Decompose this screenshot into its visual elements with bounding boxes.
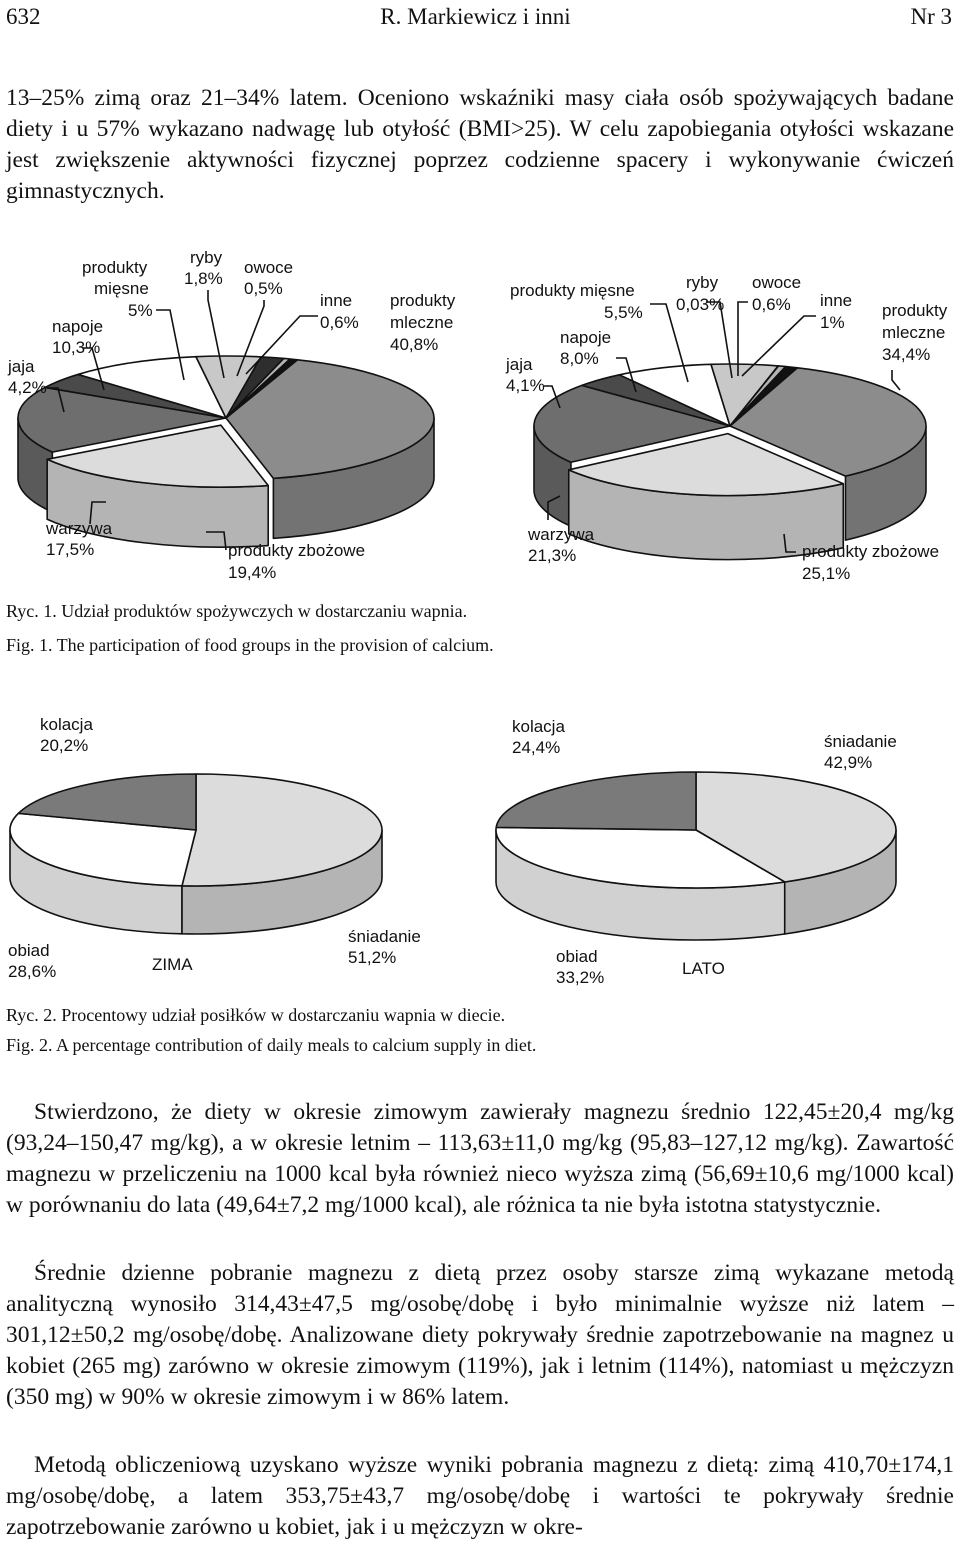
label-kolacja: kolacja [512,717,565,736]
figure2-zima-labels: kolacja 20,2% obiad 28,6% śniadanie 51,2… [8,715,421,981]
label-produkty-miesne-1: produkty [82,258,148,277]
label-produkty-miesne: produkty mięsne [510,281,635,300]
figure2-lato-labels: kolacja 24,4% śniadanie 42,9% obiad 33,2… [512,717,897,987]
produkty-zbożowe-slice [46,424,270,488]
running-header: 632 R. Markiewicz i inni Nr 3 [6,2,952,32]
label-sniadanie: śniadanie [348,927,421,946]
napoje-slice [618,363,731,427]
running-title: R. Markiewicz i inni [380,4,571,29]
figure1-summer-labels: jaja 4,1% napoje 8,0% produkty mięsne 5,… [505,273,948,583]
śniadanie-slice [695,771,897,883]
value-inne: 1% [820,313,845,332]
label-inne: inne [820,291,852,310]
value-produkty-mleczne: 34,4% [882,345,930,364]
value-produkty-miesne: 5% [128,301,153,320]
label-ryby: ryby [190,248,223,267]
body-paragraph-1: Stwierdzono, że diety w okresie zimowym … [6,1099,954,1218]
obiad-slice [495,826,786,889]
figure1-chart-winter: jaja 4,2% napoje 10,3% produkty mięsne 5… [7,248,456,582]
value-kolacja: 24,4% [512,738,560,757]
warzywa-slice [17,386,227,453]
value-obiad: 28,6% [8,962,56,981]
figure2-caption-en: Fig. 2. A percentage contribution of dai… [6,1035,537,1055]
label-obiad: obiad [556,947,598,966]
napoje-slice [77,355,227,419]
value-sniadanie: 42,9% [824,753,872,772]
figure1-caption-en: Fig. 1. The participation of food groups… [6,635,494,655]
value-jaja: 4,1% [506,376,545,395]
issue-number: Nr 3 [910,4,952,29]
obiad-slice [9,812,197,887]
figure2-caption-pl: Ryc. 2. Procentowy udział posiłków w dos… [6,1005,506,1025]
chart-title-lato: LATO [682,959,725,978]
label-sniadanie: śniadanie [824,732,897,751]
label-obiad: obiad [8,941,50,960]
value-ryby: 0,03% [676,295,724,314]
label-jaja: jaja [7,357,35,376]
figure2-chart-zima: kolacja 20,2% obiad 28,6% śniadanie 51,2… [8,715,421,981]
intro-paragraph: 13–25% zimą oraz 21–34% latem. Oceniono … [6,85,954,204]
label-produkty-mleczne-2: mleczne [390,313,453,332]
value-inne: 0,6% [320,313,359,332]
value-ryby: 1,8% [184,269,223,288]
body-paragraph-2: Średnie dzienne pobranie magnezu z dietą… [6,1260,954,1410]
value-napoje: 8,0% [560,349,599,368]
label-owoce: owoce [244,258,293,277]
value-sniadanie: 51,2% [348,948,396,967]
figure1-chart-summer: jaja 4,1% napoje 8,0% produkty mięsne 5,… [505,273,948,583]
inne-slice [729,365,799,427]
label-produkty-mleczne-2: mleczne [882,323,945,342]
label-jaja: jaja [505,355,533,374]
value-jaja: 4,2% [8,378,47,397]
chart-title-zima: ZIMA [152,955,193,974]
inne-slice [225,358,299,419]
value-kolacja: 20,2% [40,736,88,755]
body-paragraph-3: Metodą obliczeniową uzyskano wyższe wyni… [6,1452,954,1540]
value-produkty-miesne: 5,5% [604,303,643,322]
label-warzywa: warzywa [45,519,113,538]
label-produkty-miesne-2: mięsne [94,279,149,298]
page-number: 632 [6,4,41,29]
value-warzywa: 17,5% [46,540,94,559]
warzywa-slice [533,384,731,464]
value-produkty-zbozowe: 19,4% [228,563,276,582]
kolacja-slice [495,771,697,831]
produkty-mleczne-slice [225,358,435,480]
value-owoce: 0,6% [752,295,791,314]
label-ryby: ryby [686,273,719,292]
label-napoje: napoje [52,317,103,336]
label-produkty-zbozowe: produkty zbożowe [802,542,939,561]
śniadanie-slice [181,773,383,887]
value-obiad: 33,2% [556,968,604,987]
label-kolacja: kolacja [40,715,93,734]
figure1-summer-leaders [544,301,901,553]
figure1-winter-leaders [48,290,318,551]
value-produkty-mleczne: 40,8% [390,335,438,354]
kolacja-slice [17,773,197,831]
label-owoce: owoce [752,273,801,292]
label-produkty-mleczne-1: produkty [882,301,948,320]
label-napoje: napoje [560,328,611,347]
produkty-zbożowe-slice [567,432,845,497]
label-produkty-mleczne-1: produkty [390,291,456,310]
figure1-caption-pl: Ryc. 1. Udział produktów spożywczych w d… [6,601,468,621]
label-warzywa: warzywa [527,525,595,544]
figure1-winter-labels: jaja 4,2% napoje 10,3% produkty mięsne 5… [7,248,456,582]
value-napoje: 10,3% [52,338,100,357]
label-produkty-zbozowe: produkty zbożowe [228,541,365,560]
value-owoce: 0,5% [244,279,283,298]
figure2-chart-lato: kolacja 24,4% śniadanie 42,9% obiad 33,2… [495,717,897,987]
label-inne: inne [320,291,352,310]
value-produkty-zbozowe: 25,1% [802,564,850,583]
value-warzywa: 21,3% [528,546,576,565]
produkty-mleczne-slice [729,366,927,477]
